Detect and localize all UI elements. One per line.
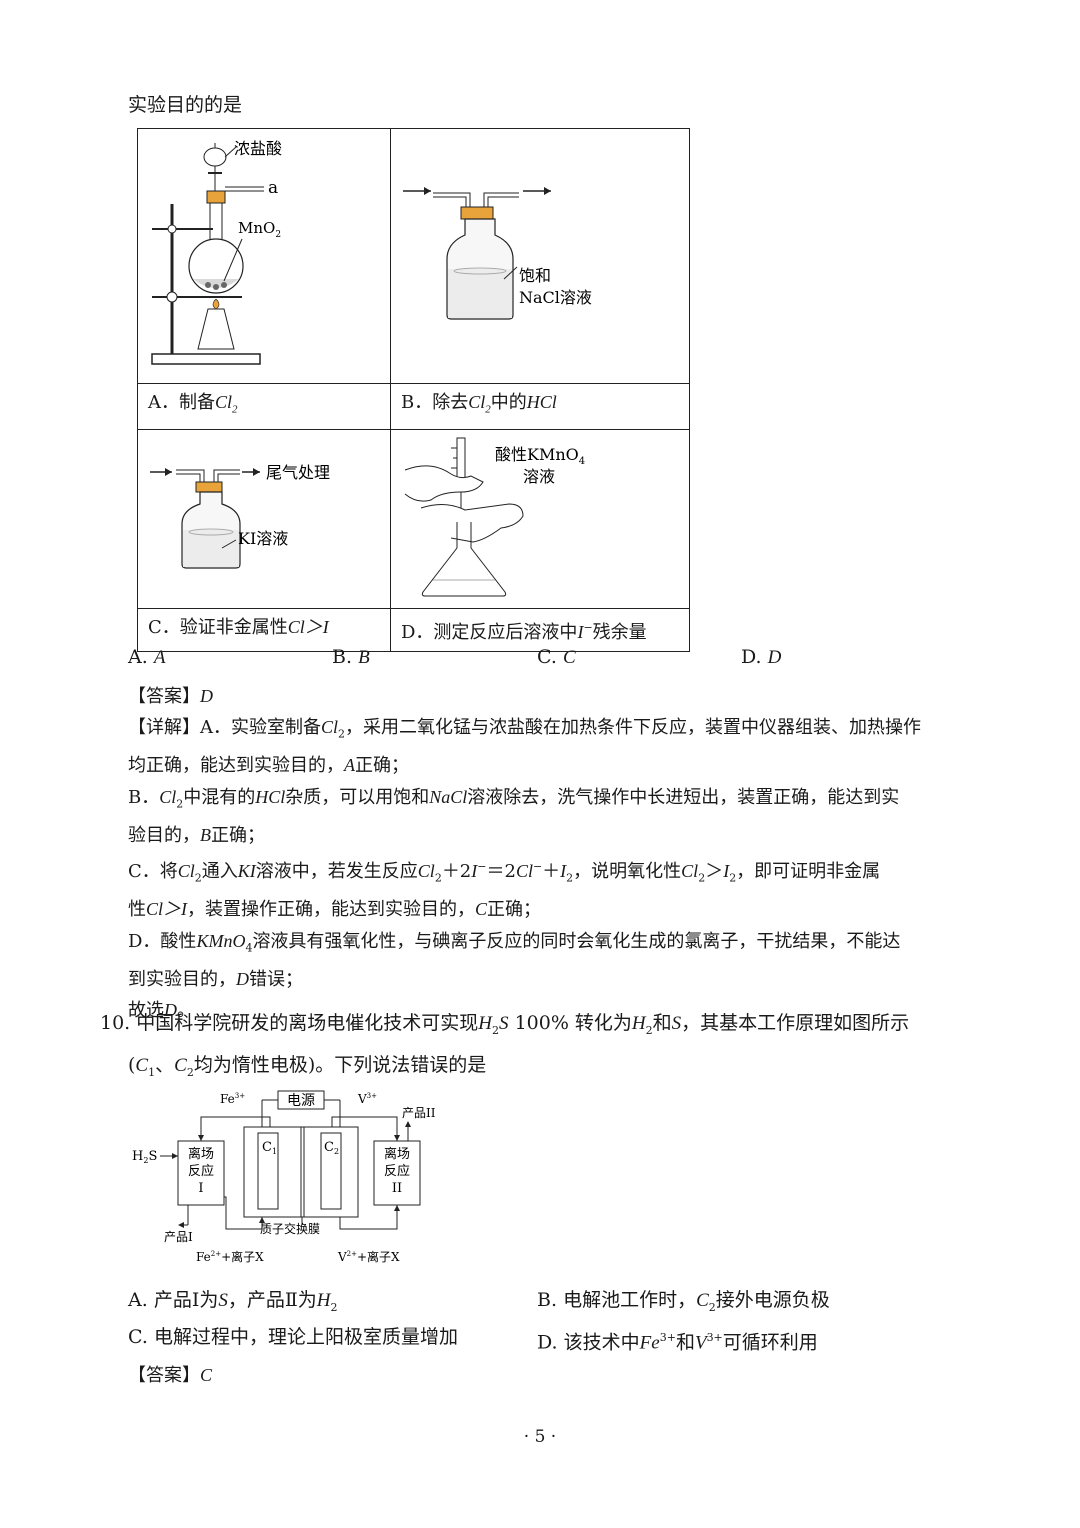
- label-kmno4-solution: 溶液: [523, 467, 555, 486]
- reactor1-line3: I: [198, 1181, 203, 1196]
- cell-d-figure: 酸性KMnO4 溶液: [390, 428, 690, 609]
- electrocatalysis-diagram: 电源 C1 C2 离场 反应 I 离场 反应 II H2S Fe3+ Fe2++…: [132, 1090, 436, 1264]
- product1-label: 产品I: [164, 1230, 193, 1244]
- q9-detail: 【详解】A．实验室制备Cl2，采用二氧化锰与浓盐酸在加热条件下反应，装置中仪器组…: [128, 717, 922, 1022]
- reactor2-line2: 反应: [384, 1163, 410, 1179]
- label-nacl-solution: NaCl溶液: [519, 288, 592, 307]
- q9-option-b[interactable]: B. B: [332, 646, 370, 668]
- label-outlet-a: a: [268, 178, 278, 198]
- gas-washing-bottle-nacl: 饱和 NaCl溶液: [403, 187, 592, 320]
- reactor2-line1: 离场: [384, 1146, 410, 1162]
- caption-b: B．除去Cl2中的HCl: [390, 383, 690, 430]
- q9-answer: 【答案】D: [128, 686, 213, 707]
- electrode-c2: C2: [324, 1140, 339, 1156]
- caption-c: C．验证非金属性Cl＞I: [137, 607, 391, 652]
- caption-d: D．测定反应后溶液中I−残余量: [390, 607, 690, 652]
- fe3-label: Fe3+: [220, 1092, 245, 1106]
- intro-text: 实验目的的是: [128, 94, 243, 116]
- label-tail-gas: 尾气处理: [266, 463, 330, 482]
- q9-option-c[interactable]: C. C: [537, 646, 576, 668]
- cell-c-figure: 尾气处理 KI溶液: [137, 428, 391, 609]
- experiment-table: 浓盐酸 a MnO2: [137, 128, 690, 652]
- q10-answer: 【答案】C: [128, 1365, 213, 1386]
- reactor1-line1: 离场: [188, 1146, 214, 1162]
- chlorine-generator-apparatus: 浓盐酸 a MnO2: [151, 139, 282, 365]
- v3-label: V3+: [357, 1092, 377, 1106]
- label-mno2: MnO2: [238, 219, 281, 240]
- label-acidic-kmno4: 酸性KMnO4: [495, 445, 585, 467]
- q9-option-a[interactable]: A. A: [128, 646, 166, 668]
- label-conc-hcl: 浓盐酸: [234, 139, 282, 158]
- reactor2-line3: II: [392, 1181, 402, 1196]
- q10-stem: 10. 中国科学院研发的离场电催化技术可实现H2S 100% 转化为H2和S，其…: [100, 1012, 910, 1079]
- reactor1-line2: 反应: [188, 1163, 214, 1179]
- ki-absorption-bottle: 尾气处理 KI溶液: [150, 463, 330, 569]
- page-number: · 5 ·: [523, 1427, 557, 1447]
- v2-label: V2++离子X: [337, 1249, 400, 1264]
- h2s-label: H2S: [132, 1149, 157, 1165]
- caption-a: A．制备Cl2: [137, 383, 391, 430]
- fe2-label: Fe2++离子X: [196, 1249, 264, 1264]
- q10-option-c[interactable]: C. 电解过程中，理论上阳极室质量增加: [128, 1326, 458, 1348]
- electrode-c1: C1: [262, 1140, 277, 1156]
- q9-option-d[interactable]: D. D: [741, 646, 782, 668]
- cell-b-figure: 饱和 NaCl溶液: [390, 128, 690, 384]
- kmno4-titration: 酸性KMnO4 溶液: [404, 437, 585, 597]
- label-saturated: 饱和: [519, 266, 551, 285]
- product2-label: 产品II: [402, 1106, 436, 1120]
- q10-option-d[interactable]: D. 该技术中Fe3+和V3+可循环利用: [537, 1331, 818, 1354]
- q10-option-a[interactable]: A. 产品Ⅰ为S，产品Ⅱ为H2: [128, 1289, 338, 1314]
- power-source-label: 电源: [287, 1093, 315, 1109]
- cell-a-figure: 浓盐酸 a MnO2: [137, 128, 391, 384]
- membrane-label: 质子交换膜: [260, 1221, 320, 1236]
- label-ki-solution: KI溶液: [238, 529, 288, 548]
- q10-option-b[interactable]: B. 电解池工作时，C2接外电源负极: [537, 1289, 830, 1314]
